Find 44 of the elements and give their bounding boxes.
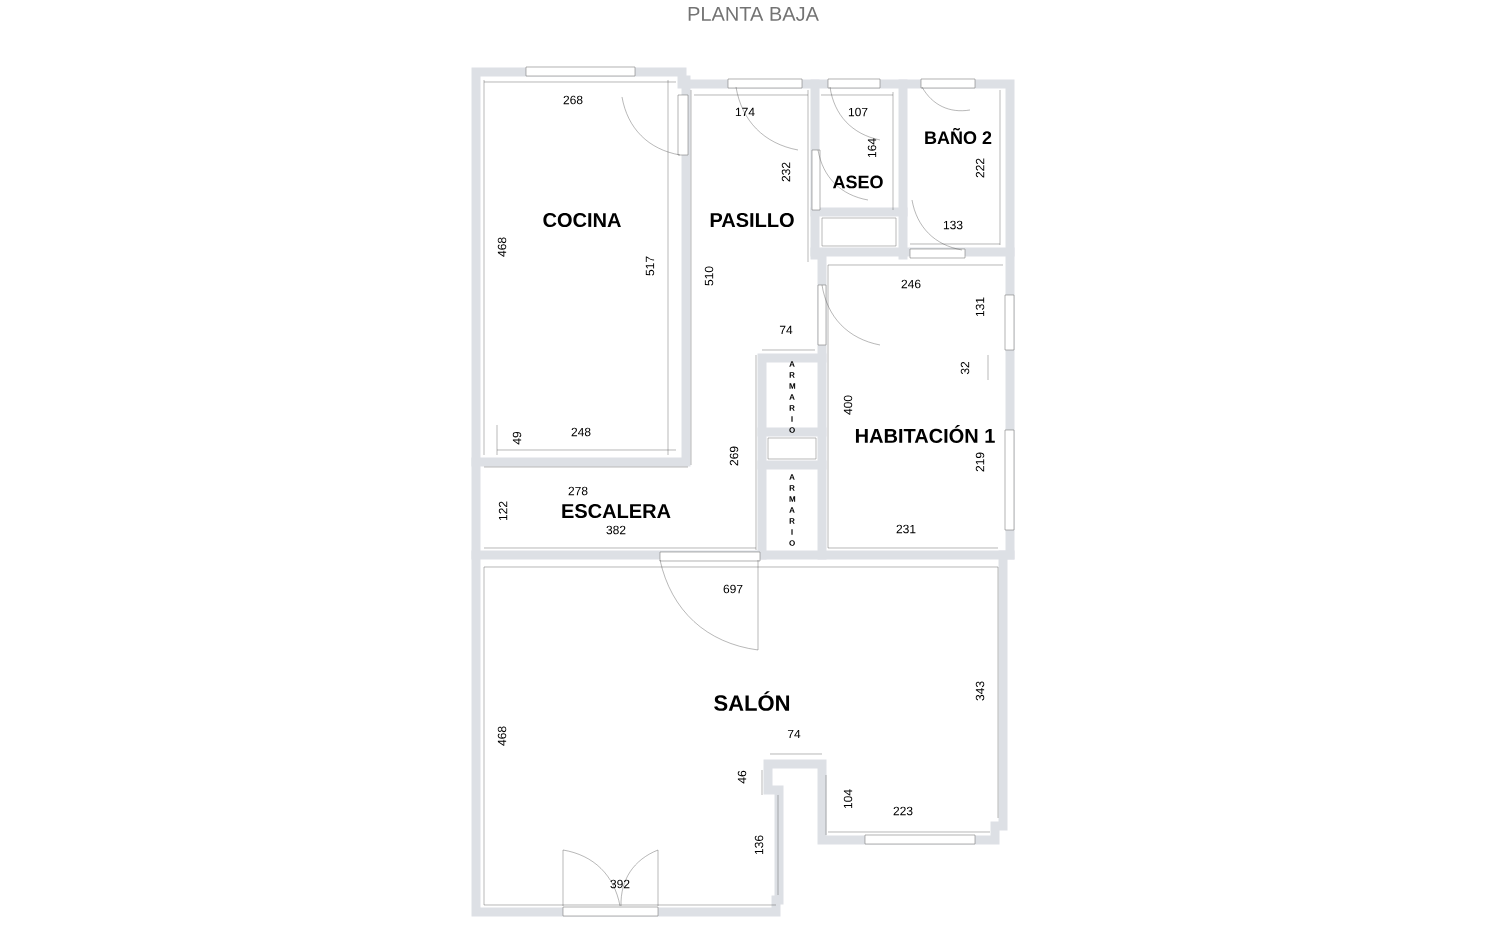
dimension-label: 382 xyxy=(606,525,626,535)
dimension-label: 232 xyxy=(781,162,791,182)
dimension-label: 136 xyxy=(754,835,764,855)
room-label: ESCALERA xyxy=(562,503,671,519)
storage-space xyxy=(821,217,897,247)
dimension-label: 46 xyxy=(737,770,747,784)
dimension-label: 268 xyxy=(563,95,583,105)
room-label: SALÓN xyxy=(714,691,790,711)
dimension-label: 122 xyxy=(498,501,508,521)
dimension-label: 107 xyxy=(848,107,868,117)
storage-space xyxy=(767,437,817,460)
room-label: HABITACIÓN 1 xyxy=(855,425,995,443)
dimension-label: 231 xyxy=(896,524,916,534)
dimension-label: 392 xyxy=(610,879,630,889)
dimension-label: 248 xyxy=(571,427,591,437)
closet-label: ARMARIO xyxy=(789,361,796,433)
dimension-label: 32 xyxy=(960,361,970,375)
dimension-label: 222 xyxy=(975,158,985,178)
room-label: BAÑO 2 xyxy=(925,127,992,145)
dimension-label: 49 xyxy=(512,431,522,445)
dimension-label: 104 xyxy=(843,789,853,809)
dimension-label: 174 xyxy=(735,107,755,117)
dimension-label: 74 xyxy=(787,729,801,739)
dimension-label: 246 xyxy=(901,279,921,289)
dimension-label: 468 xyxy=(497,726,507,746)
dimension-label: 131 xyxy=(975,297,985,317)
dimension-label: 278 xyxy=(568,486,588,496)
closet-label: ARMARIO xyxy=(789,474,796,546)
dimension-label: 510 xyxy=(704,266,714,286)
room-label: PASILLO xyxy=(710,212,794,228)
dimension-label: 219 xyxy=(975,452,985,472)
room-label: COCINA xyxy=(543,212,621,228)
dimension-label: 164 xyxy=(867,138,877,158)
dimension-label: 223 xyxy=(893,806,913,816)
dimension-label: 400 xyxy=(843,395,853,415)
dimension-label: 74 xyxy=(779,325,793,335)
dimension-label: 517 xyxy=(645,256,655,276)
room-label: ASEO xyxy=(832,175,883,189)
dimension-label: 697 xyxy=(723,584,743,594)
dimension-label: 269 xyxy=(729,446,739,466)
dimension-label: 343 xyxy=(975,681,985,701)
dimension-label: 133 xyxy=(943,220,963,230)
dimension-label: 468 xyxy=(497,237,507,257)
plan-title: PLANTA BAJA xyxy=(688,7,819,21)
